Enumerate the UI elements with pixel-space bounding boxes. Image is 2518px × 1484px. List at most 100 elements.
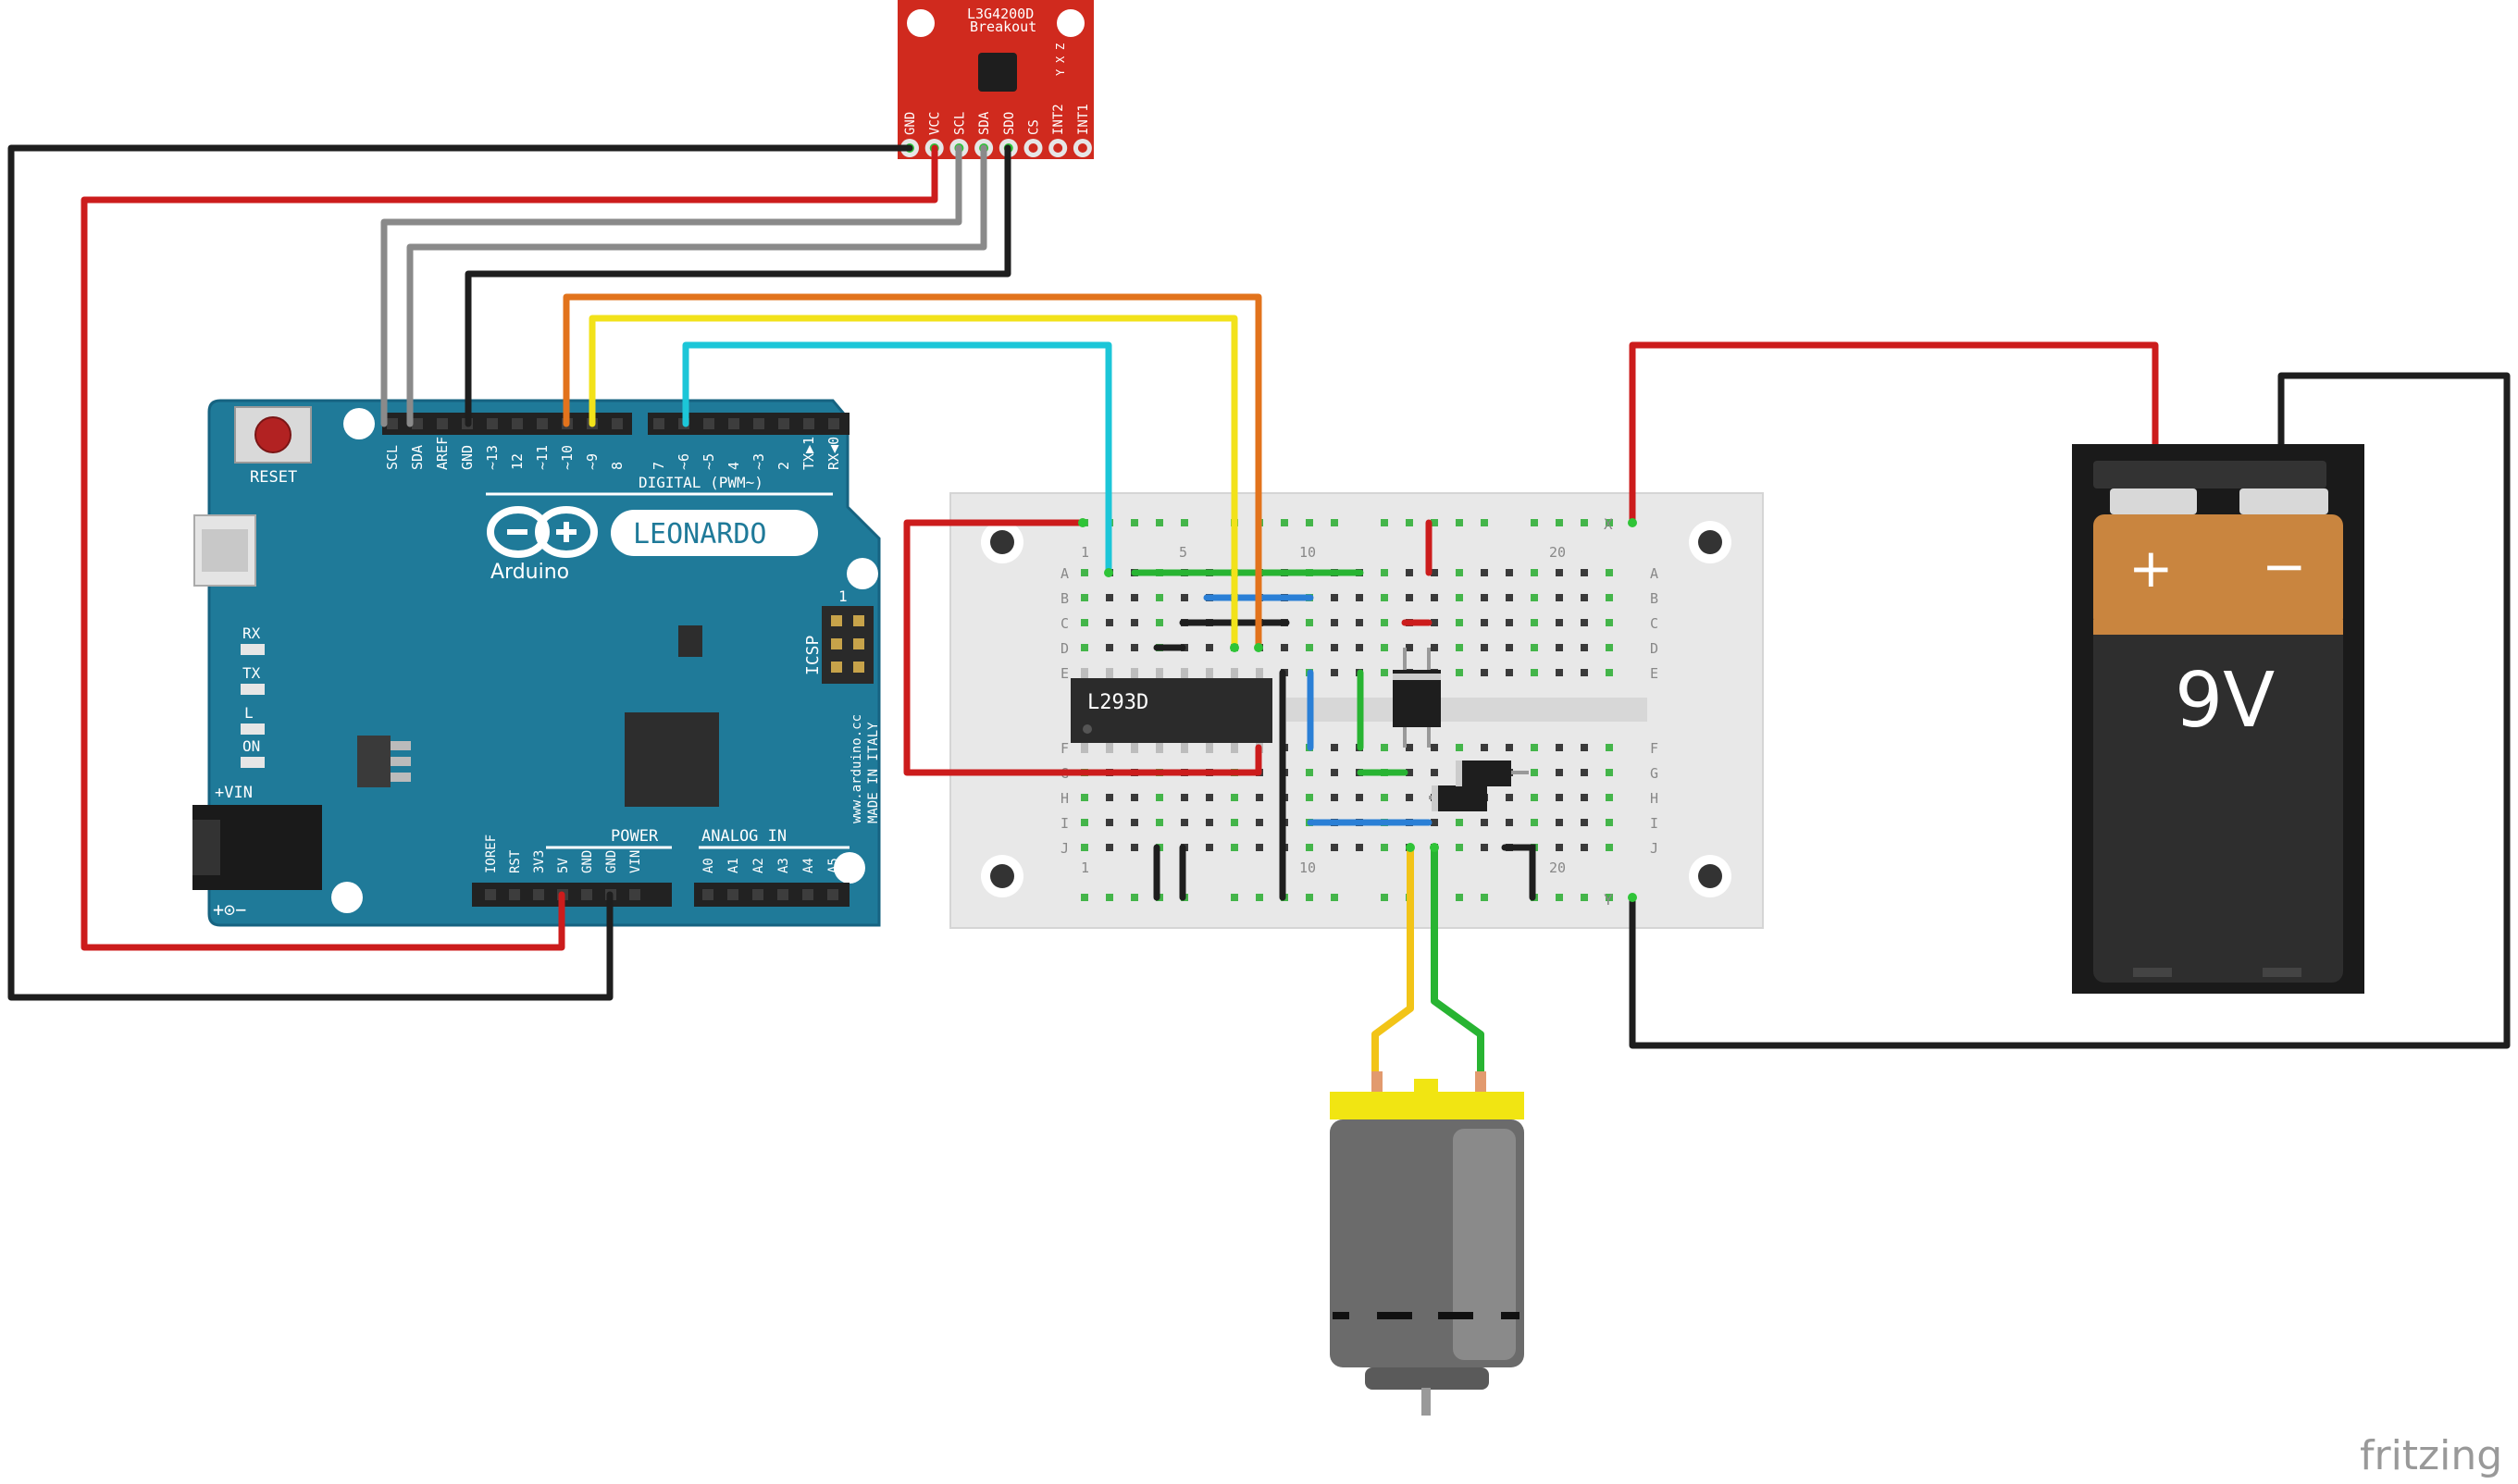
breadboard-hole [1456,594,1463,601]
chip-leg [1256,668,1263,681]
breadboard-hole [1381,644,1388,651]
rail-hole [1456,519,1463,526]
power-pin-label: 5V [556,858,571,873]
header-pin [728,418,739,429]
vin-label: +VIN [215,784,253,802]
breadboard-hole [1531,769,1538,776]
breadboard-hole [1106,619,1113,626]
wire-red-rail [903,519,1262,776]
breadboard-hole [1206,844,1213,851]
chip-leg [1131,668,1138,681]
breadboard-hole [1131,594,1138,601]
breadboard-hole [1606,819,1613,826]
breadboard-hole [1606,569,1613,576]
breadboard-hole [1106,794,1113,801]
breadboard-hole [1406,794,1413,801]
header-pin [828,418,839,429]
col-label-5: 5 [1179,544,1187,561]
row-label: E [1650,665,1658,682]
breadboard-hole [1131,819,1138,826]
header-pin-label: ~3 [750,453,767,470]
rail-hole [1256,894,1263,901]
chip-leg [1231,740,1238,753]
voltage-regulator [357,736,411,787]
breadboard-hole [1506,594,1513,601]
breadboard-hole [1606,669,1613,676]
breadboard-hole [1531,669,1538,676]
rail-hole [1556,519,1563,526]
header-pin [803,418,814,429]
rail-hole [1281,519,1288,526]
rail-hole [1381,894,1388,901]
rail-label-y: Y [1604,891,1613,909]
col-label-20: 20 [1549,544,1566,561]
rail-hole [1581,894,1588,901]
wire-motor-green [1431,844,1484,1079]
breadboard-hole [1456,819,1463,826]
header-pin [827,889,838,900]
col-label-bottom-1: 1 [1081,859,1089,876]
breadboard-hole [1531,819,1538,826]
analog-pin-label: A0 [701,858,716,873]
power-pin-label: GND [580,850,595,873]
breadboard-hole [1406,644,1413,651]
battery-9v: + − 9V [2072,444,2364,994]
breadboard-hole [1581,619,1588,626]
col-label-1: 1 [1081,544,1089,561]
chip-leg [1081,668,1088,681]
website-label: www.arduino.cc [850,714,864,823]
breadboard-hole [1306,644,1313,651]
breadboard-hole [1156,619,1163,626]
rail-hole [1556,894,1563,901]
chip-leg [1106,668,1113,681]
header-pin-label: ~9 [584,453,601,470]
row-label: G [1650,765,1658,782]
breadboard-hole [1106,644,1113,651]
breadboard-hole [1506,619,1513,626]
sensor-axis-label: Y [1054,68,1067,76]
wire-motor-yellow [1371,844,1414,1079]
breadboard-hole [1356,594,1363,601]
header-pin [802,889,813,900]
breadboard-hole [1556,594,1563,601]
row-label: C [1061,615,1069,632]
header-pin-label: ~5 [701,453,717,470]
breadboard-hole [1381,794,1388,801]
rail-hole [1181,519,1188,526]
breadboard-hole [1306,619,1313,626]
breadboard-hole [1481,594,1488,601]
header-pin [753,418,764,429]
header-pin [752,889,763,900]
breadboard-hole [1131,844,1138,851]
rail-hole [1581,519,1588,526]
breadboard-hole [1156,819,1163,826]
row-label: J [1650,840,1658,857]
battery-voltage-label: 9V [2175,657,2275,745]
chip-leg [1106,740,1113,753]
breadboard-hole [1481,569,1488,576]
breadboard-hole [1456,644,1463,651]
breadboard-hole [1481,619,1488,626]
sensor-pin-center [1028,143,1038,153]
row-label: E [1061,665,1069,682]
rail-hole [1606,519,1613,526]
breadboard-hole [1406,769,1413,776]
breadboard-hole [1556,669,1563,676]
header-pin-label: 7 [651,462,667,470]
header-pin [437,418,448,429]
header-pin [727,889,738,900]
rail-hole [1306,894,1313,901]
wire-battery-plus [1629,341,2159,526]
breadboard-hole [1456,619,1463,626]
breadboard-hole [1481,669,1488,676]
header-pin-label: RX◀0 [825,437,842,470]
breadboard-hole [1081,569,1088,576]
row-label: H [1061,790,1069,807]
row-label: A [1061,565,1069,582]
breadboard-hole [1081,619,1088,626]
breadboard-hole [1506,644,1513,651]
chip-leg [1181,668,1188,681]
